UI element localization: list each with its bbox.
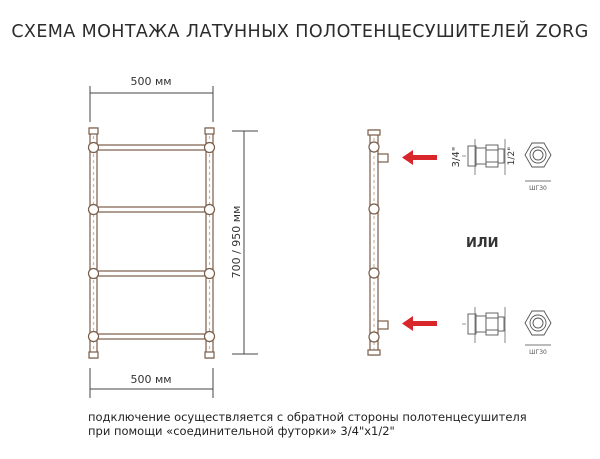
bottom-fitting-detail [462,307,552,346]
or-label: ИЛИ [466,236,499,251]
crossbar-4 [87,330,216,343]
crossbar-3 [87,267,216,280]
bottom-width-dimension [89,368,214,398]
left-post [88,127,99,359]
top-width-dimension [89,86,214,122]
front-view-towel-rail [87,86,258,398]
right-post [204,127,215,359]
crossbar-2 [87,203,216,216]
top-inlet-stub [377,153,389,163]
height-dimension [232,130,258,355]
top-arrow-icon [402,150,437,165]
note-line-1: подключение осуществляется с обратной ст… [88,410,527,424]
bottom-width-label: 500 мм [130,373,171,386]
bottom-inlet-stub [377,320,389,330]
top-thread-label-large: 3/4" [451,147,462,168]
top-nut-size-label: ШГ30 [529,185,547,192]
bottom-nut-size-label: ШГ30 [529,349,547,356]
height-label: 700 / 950 мм [230,206,243,279]
note-line-2: при помощи «соединительной футорки» 3/4"… [88,424,395,438]
diagram-title: СХЕМА МОНТАЖА ЛАТУННЫХ ПОЛОТЕНЦЕСУШИТЕЛЕ… [11,22,589,42]
bottom-arrow-icon [402,316,437,331]
top-width-label: 500 мм [130,75,171,88]
top-fitting-detail [462,139,552,182]
crossbar-1 [87,141,216,154]
top-thread-label-small: 1/2" [507,147,517,166]
installation-note: подключение осуществляется с обратной ст… [88,410,527,438]
side-view-towel-rail [367,129,389,356]
